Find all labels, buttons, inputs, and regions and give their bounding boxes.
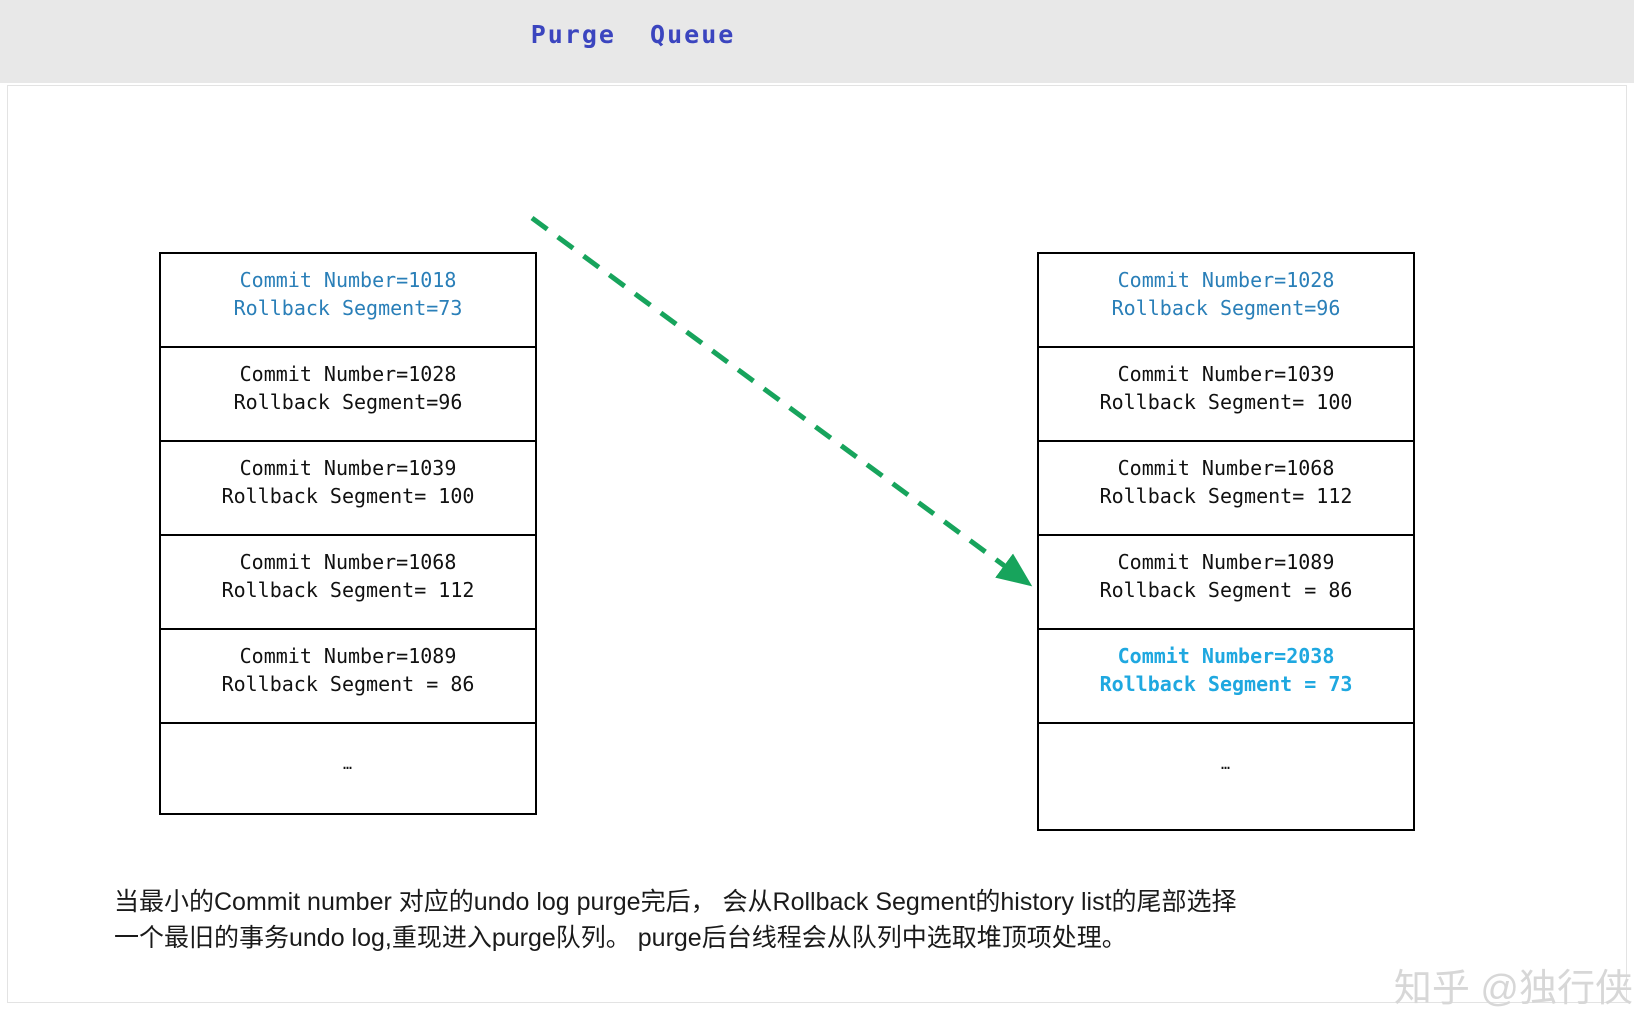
queue-row-commit-number: Commit Number=1068 <box>239 550 457 574</box>
queue-row-ellipsis: … <box>161 724 535 837</box>
queue-row-rollback-segment: Rollback Segment=73 <box>233 296 463 320</box>
queue-row-commit-number: Commit Number=1028 <box>1117 268 1335 292</box>
queue-row: Commit Number=1068 Rollback Segment= 112 <box>161 536 535 630</box>
queue-row: Commit Number=1028 Rollback Segment=96 <box>1039 254 1413 348</box>
queue-row-rollback-segment: Rollback Segment = 86 <box>1099 578 1353 602</box>
queue-row: Commit Number=1028 Rollback Segment=96 <box>161 348 535 442</box>
queue-row-commit-number: Commit Number=1028 <box>239 362 457 386</box>
queue-row: Commit Number=1089 Rollback Segment = 86 <box>161 630 535 724</box>
caption: 当最小的Commit number 对应的undo log purge完后， 会… <box>114 884 1444 956</box>
queue-row-commit-number: Commit Number=2038 <box>1117 644 1335 668</box>
queue-row-commit-number: Commit Number=1089 <box>239 644 457 668</box>
ellipsis-icon: … <box>1220 755 1232 773</box>
queue-row-rollback-segment: Rollback Segment = 86 <box>221 672 475 696</box>
diagram-canvas: Commit Number=1018 Rollback Segment=73 C… <box>7 85 1633 1010</box>
queue-row: Commit Number=1068 Rollback Segment= 112 <box>1039 442 1413 536</box>
queue-row-rollback-segment: Rollback Segment= 112 <box>221 578 475 602</box>
queue-row-rollback-segment: Rollback Segment = 73 <box>1099 672 1353 696</box>
caption-line-1: 当最小的Commit number 对应的undo log purge完后， 会… <box>114 888 1237 916</box>
queue-row: Commit Number=1039 Rollback Segment= 100 <box>1039 348 1413 442</box>
purge-queue-before-table: Commit Number=1018 Rollback Segment=73 C… <box>159 252 537 815</box>
queue-row-highlighted: Commit Number=2038 Rollback Segment = 73 <box>1039 630 1413 724</box>
queue-row-rollback-segment: Rollback Segment= 100 <box>221 484 475 508</box>
queue-row-rollback-segment: Rollback Segment= 112 <box>1099 484 1353 508</box>
queue-row: Commit Number=1039 Rollback Segment= 100 <box>161 442 535 536</box>
queue-row-rollback-segment: Rollback Segment=96 <box>1111 296 1341 320</box>
page-title: Purge Queue <box>530 20 736 49</box>
queue-row-rollback-segment: Rollback Segment= 100 <box>1099 390 1353 414</box>
queue-row-commit-number: Commit Number=1039 <box>239 456 457 480</box>
queue-row: Commit Number=1089 Rollback Segment = 86 <box>1039 536 1413 630</box>
queue-row-commit-number: Commit Number=1039 <box>1117 362 1335 386</box>
watermark: 知乎 @独行侠 <box>1393 968 1633 1010</box>
queue-row-commit-number: Commit Number=1068 <box>1117 456 1335 480</box>
queue-row-ellipsis: … <box>1039 724 1413 829</box>
queue-row-commit-number: Commit Number=1089 <box>1117 550 1335 574</box>
queue-row-commit-number: Commit Number=1018 <box>239 268 457 292</box>
queue-row-rollback-segment: Rollback Segment=96 <box>233 390 463 414</box>
ellipsis-icon: … <box>342 755 354 773</box>
caption-line-2: 一个最旧的事务undo log,重现进入purge队列。 purge后台线程会从… <box>114 924 1127 952</box>
queue-row: Commit Number=1018 Rollback Segment=73 <box>161 254 535 348</box>
purge-queue-after-table: Commit Number=1028 Rollback Segment=96 C… <box>1037 252 1415 831</box>
page-header: Purge Queue <box>0 0 1634 83</box>
